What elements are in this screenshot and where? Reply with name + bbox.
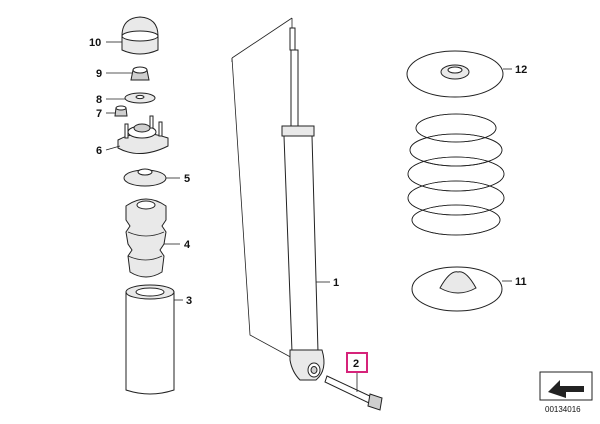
callout-2: 2 [353, 358, 359, 370]
callout-12: 12 [515, 64, 527, 76]
part-1-shock-absorber [281, 27, 325, 381]
callout-10: 10 [89, 37, 101, 49]
callout-8: 8 [96, 94, 102, 106]
corner-block: 00134016 [539, 371, 593, 414]
callout-6: 6 [96, 145, 102, 157]
part-4-bump-stop [125, 198, 167, 278]
callout-labels: 10 9 8 7 6 5 4 3 1 12 11 2 [89, 37, 527, 373]
part-7-nut [114, 105, 128, 117]
part-5-plate [123, 168, 167, 187]
part-8-washer [124, 92, 156, 104]
callout-9: 9 [96, 68, 102, 80]
part-3-protective-tube [125, 284, 175, 395]
part-6-support-bearing [117, 115, 169, 154]
part-2-bolt [324, 375, 383, 411]
part-11-lower-spring-pad [411, 266, 503, 312]
leader-lines [105, 41, 512, 392]
callout-3: 3 [186, 295, 192, 307]
callout-11: 11 [515, 276, 527, 288]
callout-1: 1 [333, 277, 339, 289]
callout-4: 4 [184, 239, 191, 251]
highlight-box-callout-2 [346, 352, 368, 373]
part-10-cap [121, 16, 159, 55]
callout-5: 5 [184, 173, 190, 185]
part-12-upper-spring-pad [406, 50, 504, 98]
document-number: 00134016 [545, 405, 581, 414]
arrow-icon-shape [548, 380, 584, 398]
part-9-nut [130, 66, 150, 81]
coil-spring [407, 113, 505, 236]
callout-7: 7 [96, 108, 102, 120]
